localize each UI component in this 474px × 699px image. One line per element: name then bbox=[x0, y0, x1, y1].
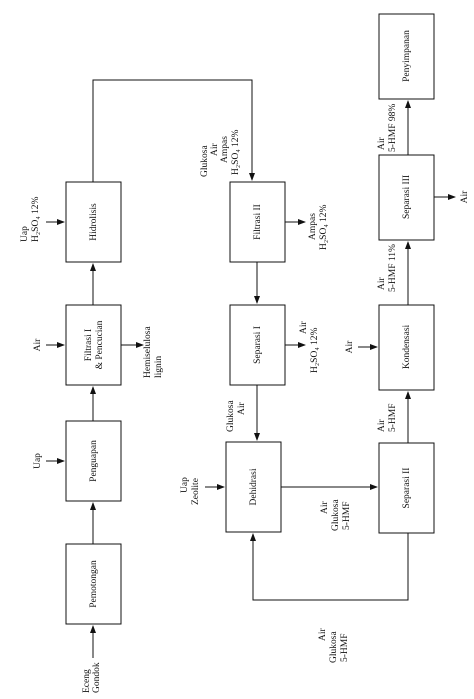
label-ampas-out: Ampas H₂SO₄ 12% bbox=[308, 204, 329, 250]
box-separasi-1: Separasi I bbox=[229, 304, 286, 386]
label-hemiselulosa-line-2: lignin bbox=[154, 356, 164, 378]
box-separasi-3: Separasi III bbox=[378, 154, 435, 241]
label-sep1dh-line-2: Air bbox=[237, 402, 247, 416]
label-air-separasi3-out: Air bbox=[460, 190, 470, 204]
box-separasi-2: Separasi II bbox=[378, 442, 435, 534]
label-separasi1-out-line-1: Air bbox=[299, 321, 309, 335]
label-uap-zeolite: Uap Zeolite bbox=[180, 477, 201, 505]
box-kondensasi: Kondensasi bbox=[378, 304, 435, 391]
label-feed-line-2: Gondok bbox=[92, 662, 102, 693]
box-penyimpanan: Penyimpanan bbox=[378, 13, 435, 100]
box-separasi-1-label: Separasi I bbox=[253, 326, 263, 364]
label-dhsep2-line-1: Air bbox=[320, 501, 330, 515]
label-feed: Eceng Gondok bbox=[82, 662, 102, 693]
box-hidrolisis-label: Hidrolisis bbox=[89, 203, 99, 241]
box-filtrasi-1-label-1: Filtrasi I bbox=[84, 329, 94, 361]
box-filtrasi-2-label: Filtrasi II bbox=[253, 204, 263, 240]
label-separasi1-out: Air H₂SO₄ 12% bbox=[299, 321, 320, 374]
box-separasi-3-label: Separasi III bbox=[402, 175, 412, 219]
label-kondsep3-line-1: Air bbox=[377, 277, 387, 291]
box-penyimpanan-label: Penyimpanan bbox=[402, 30, 412, 82]
label-top-line-2: Air bbox=[210, 143, 220, 157]
box-pemotongan: Pemotongan bbox=[65, 543, 122, 625]
box-pemotongan-label: Pemotongan bbox=[89, 560, 99, 608]
label-separasi3-penyimpanan: Air 5-HMF 98% bbox=[377, 104, 398, 152]
label-dhsep2-line-2: Glukosa bbox=[331, 499, 341, 531]
label-recycle: Air Glukosa 5-HMF bbox=[318, 628, 350, 664]
label-top-line-3: Ampas bbox=[220, 136, 230, 163]
label-dhsep2-line-3: 5-HMF bbox=[342, 501, 352, 530]
box-dehidrasi-label: Dehidrasi bbox=[249, 468, 259, 505]
label-separasi1-dehidrasi: Glukosa Air bbox=[226, 400, 247, 432]
label-uap-hidrolisis-line-2: H₂SO₄ 12% bbox=[31, 196, 41, 242]
box-kondensasi-label: Kondensasi bbox=[402, 324, 412, 369]
label-kondsep3-line-2: 5-HMF 11% bbox=[388, 244, 398, 292]
label-uap-zeolite-line-1: Uap bbox=[180, 477, 190, 493]
label-top-line-1: Glukosa bbox=[200, 145, 210, 177]
label-air-filtrasi1: Air bbox=[33, 338, 43, 352]
box-penguapan: Penguapan bbox=[65, 420, 122, 502]
label-uap-hidrolisis-line-1: Uap bbox=[20, 226, 30, 242]
arrow-hidrolisis-filtrasi2 bbox=[92, 79, 255, 182]
label-sep3peny-line-1: Air bbox=[377, 137, 387, 151]
arrow-recycle-separasi2-dehidrasi bbox=[250, 533, 409, 601]
label-sep2kond-line-2: 5-HMF bbox=[388, 403, 398, 432]
label-feed-line-1: Eceng bbox=[82, 669, 92, 693]
label-separasi2-kondensasi: Air 5-HMF bbox=[377, 403, 398, 432]
box-filtrasi-1: Filtrasi I & Pencucian bbox=[65, 304, 122, 386]
box-filtrasi-1-label-2: & Pencucian bbox=[95, 320, 105, 369]
label-uap-hidrolisis: Uap H₂SO₄ 12% bbox=[20, 196, 41, 242]
label-hemiselulosa-line-1: Hemiselulosa bbox=[143, 326, 153, 378]
label-uap-penguapan: Uap bbox=[33, 453, 43, 469]
label-air-kondensasi: Air bbox=[345, 340, 355, 354]
label-hemiselulosa: Hemiselulosa lignin bbox=[143, 326, 164, 378]
label-recycle-line-3: 5-HMF bbox=[340, 633, 350, 662]
label-sep3peny-line-2: 5-HMF 98% bbox=[388, 104, 398, 152]
label-sep2kond-line-1: Air bbox=[377, 419, 387, 433]
label-top-line-4: H₂SO₄ 12% bbox=[231, 129, 241, 175]
label-ampas-out-line-1: Ampas bbox=[308, 213, 318, 240]
box-dehidrasi: Dehidrasi bbox=[225, 441, 282, 533]
label-ampas-out-line-2: H₂SO₄ 12% bbox=[319, 204, 329, 250]
label-sep1dh-line-1: Glukosa bbox=[226, 400, 236, 432]
label-recycle-line-2: Glukosa bbox=[329, 631, 339, 663]
box-separasi-2-label: Separasi II bbox=[402, 468, 412, 509]
label-uap-zeolite-line-2: Zeolite bbox=[191, 478, 201, 505]
label-kondensasi-separasi3: Air 5-HMF 11% bbox=[377, 244, 398, 292]
box-filtrasi-2: Filtrasi II bbox=[229, 181, 286, 263]
box-penguapan-label: Penguapan bbox=[89, 440, 99, 482]
label-separasi1-out-line-2: H₂SO₄ 12% bbox=[310, 327, 320, 373]
label-dehidrasi-separasi2: Air Glukosa 5-HMF bbox=[320, 499, 352, 531]
box-hidrolisis: Hidrolisis bbox=[65, 181, 122, 263]
label-hidrolisis-output: Glukosa Air Ampas H₂SO₄ 12% bbox=[200, 129, 241, 177]
label-recycle-line-1: Air bbox=[318, 628, 328, 642]
